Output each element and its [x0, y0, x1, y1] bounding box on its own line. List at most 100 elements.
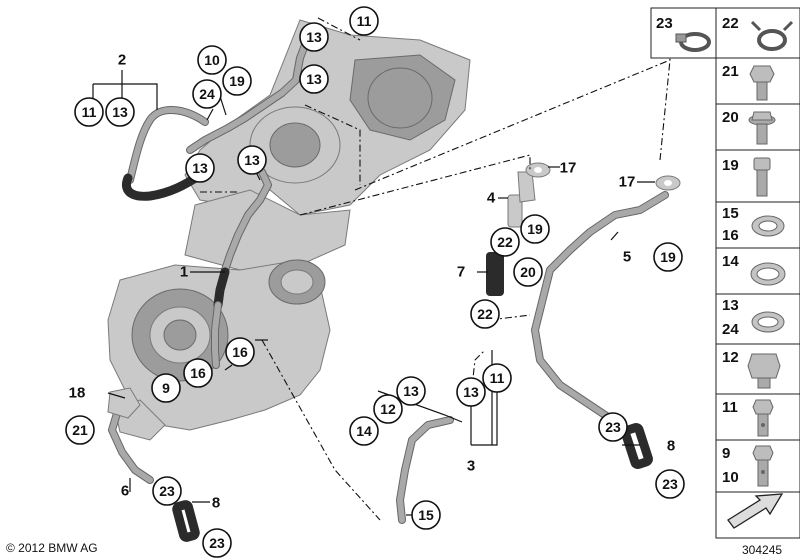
parts-legend: 23 22 21 20 19 15 — [650, 7, 800, 539]
svg-text:15: 15 — [418, 507, 434, 523]
hose-clamp-icon — [675, 32, 711, 52]
callout-12: 12 — [373, 394, 403, 424]
svg-text:11: 11 — [357, 13, 372, 29]
svg-text:22: 22 — [497, 234, 513, 250]
sealing-ring-icon — [750, 262, 786, 286]
label-18: 18 — [69, 385, 86, 402]
svg-text:23: 23 — [662, 476, 678, 492]
coolant-lines — [107, 41, 681, 542]
svg-text:9: 9 — [162, 380, 170, 396]
legend-number: 11 — [722, 399, 738, 416]
svg-text:13: 13 — [403, 383, 419, 399]
callout-23: 23 — [598, 412, 628, 442]
callout-22: 22 — [470, 299, 500, 329]
svg-text:11: 11 — [490, 370, 505, 386]
label-17: 17 — [619, 174, 636, 191]
svg-text:19: 19 — [527, 221, 543, 237]
svg-text:21: 21 — [72, 422, 88, 438]
svg-text:16: 16 — [232, 344, 248, 360]
legend-number: 24 — [722, 321, 739, 338]
label-1: 1 — [180, 264, 188, 281]
label-3: 3 — [467, 458, 475, 475]
label-8: 8 — [667, 438, 675, 455]
label-17: 17 — [560, 160, 577, 177]
callout-11: 11 — [349, 6, 379, 36]
banjo-bolt-icon — [752, 399, 774, 437]
legend-cell-13-24 — [715, 293, 800, 345]
label-2: 2 — [118, 52, 126, 69]
banjo-bolt-icon — [752, 445, 774, 487]
legend-number: 19 — [722, 157, 739, 174]
callout-22: 22 — [490, 227, 520, 257]
callout-13: 13 — [185, 153, 215, 183]
legend-number: 21 — [722, 63, 739, 80]
label-4: 4 — [487, 190, 496, 207]
svg-text:10: 10 — [204, 52, 220, 68]
callout-23: 23 — [152, 476, 182, 506]
label-8: 8 — [212, 495, 220, 512]
label-5: 5 — [623, 249, 631, 266]
svg-text:14: 14 — [356, 423, 372, 439]
callout-19: 19 — [520, 214, 550, 244]
callout-11: 11 — [482, 363, 512, 393]
svg-text:13: 13 — [306, 71, 322, 87]
label-7: 7 — [457, 264, 465, 281]
plain-labels: 2 1 18 6 8 17 4 7 17 5 3 8 — [69, 52, 676, 512]
svg-text:13: 13 — [306, 29, 322, 45]
svg-text:12: 12 — [380, 401, 396, 417]
svg-text:23: 23 — [159, 483, 175, 499]
callout-13: 13 — [105, 97, 135, 127]
callout-19: 19 — [222, 66, 252, 96]
legend-cell-22 — [715, 7, 800, 59]
legend-number: 10 — [722, 469, 739, 486]
callout-16: 16 — [183, 358, 213, 388]
callout-10: 10 — [197, 45, 227, 75]
spring-clamp-icon — [750, 20, 794, 51]
label-6: 6 — [121, 483, 129, 500]
svg-text:23: 23 — [209, 535, 225, 551]
callout-23: 23 — [655, 469, 685, 499]
screw-plug-icon — [747, 353, 781, 389]
svg-text:13: 13 — [463, 384, 479, 400]
svg-text:11: 11 — [82, 104, 97, 120]
callout-15: 15 — [411, 500, 441, 530]
legend-number: 13 — [722, 297, 739, 314]
callout-circles: 11 13 10 19 24 13 11 13 13 13 16 9 16 21… — [65, 6, 685, 558]
svg-text:24: 24 — [199, 86, 215, 102]
callout-13: 13 — [396, 376, 426, 406]
copyright-text: © 2012 BMW AG — [6, 541, 98, 555]
svg-text:19: 19 — [229, 73, 245, 89]
callout-13: 13 — [299, 22, 329, 52]
sealing-ring-icon — [751, 311, 785, 333]
callout-13: 13 — [456, 377, 486, 407]
legend-number: 20 — [722, 109, 739, 126]
callout-9: 9 — [151, 373, 181, 403]
legend-number: 9 — [722, 445, 730, 462]
legend-number: 12 — [722, 349, 739, 366]
sealing-ring-icon — [751, 215, 785, 237]
svg-text:23: 23 — [605, 419, 621, 435]
callout-24: 24 — [192, 79, 222, 109]
callout-21: 21 — [65, 415, 95, 445]
svg-text:13: 13 — [112, 104, 128, 120]
legend-cell-arrow — [715, 491, 800, 539]
legend-number: 15 — [722, 205, 739, 222]
callout-19: 19 — [653, 242, 683, 272]
socket-screw-icon — [753, 157, 771, 197]
legend-number: 16 — [722, 227, 739, 244]
callout-13: 13 — [237, 145, 267, 175]
callout-16: 16 — [225, 337, 255, 367]
svg-text:22: 22 — [477, 306, 493, 322]
callout-13: 13 — [299, 64, 329, 94]
direction-arrow-icon — [727, 493, 784, 529]
callout-14: 14 — [349, 416, 379, 446]
callout-23: 23 — [202, 528, 232, 558]
legend-number: 14 — [722, 253, 739, 270]
svg-text:13: 13 — [192, 160, 208, 176]
svg-text:13: 13 — [244, 152, 260, 168]
callout-11: 11 — [74, 97, 104, 127]
svg-text:19: 19 — [660, 249, 676, 265]
flange-bolt-icon — [748, 111, 776, 145]
svg-text:16: 16 — [190, 365, 206, 381]
